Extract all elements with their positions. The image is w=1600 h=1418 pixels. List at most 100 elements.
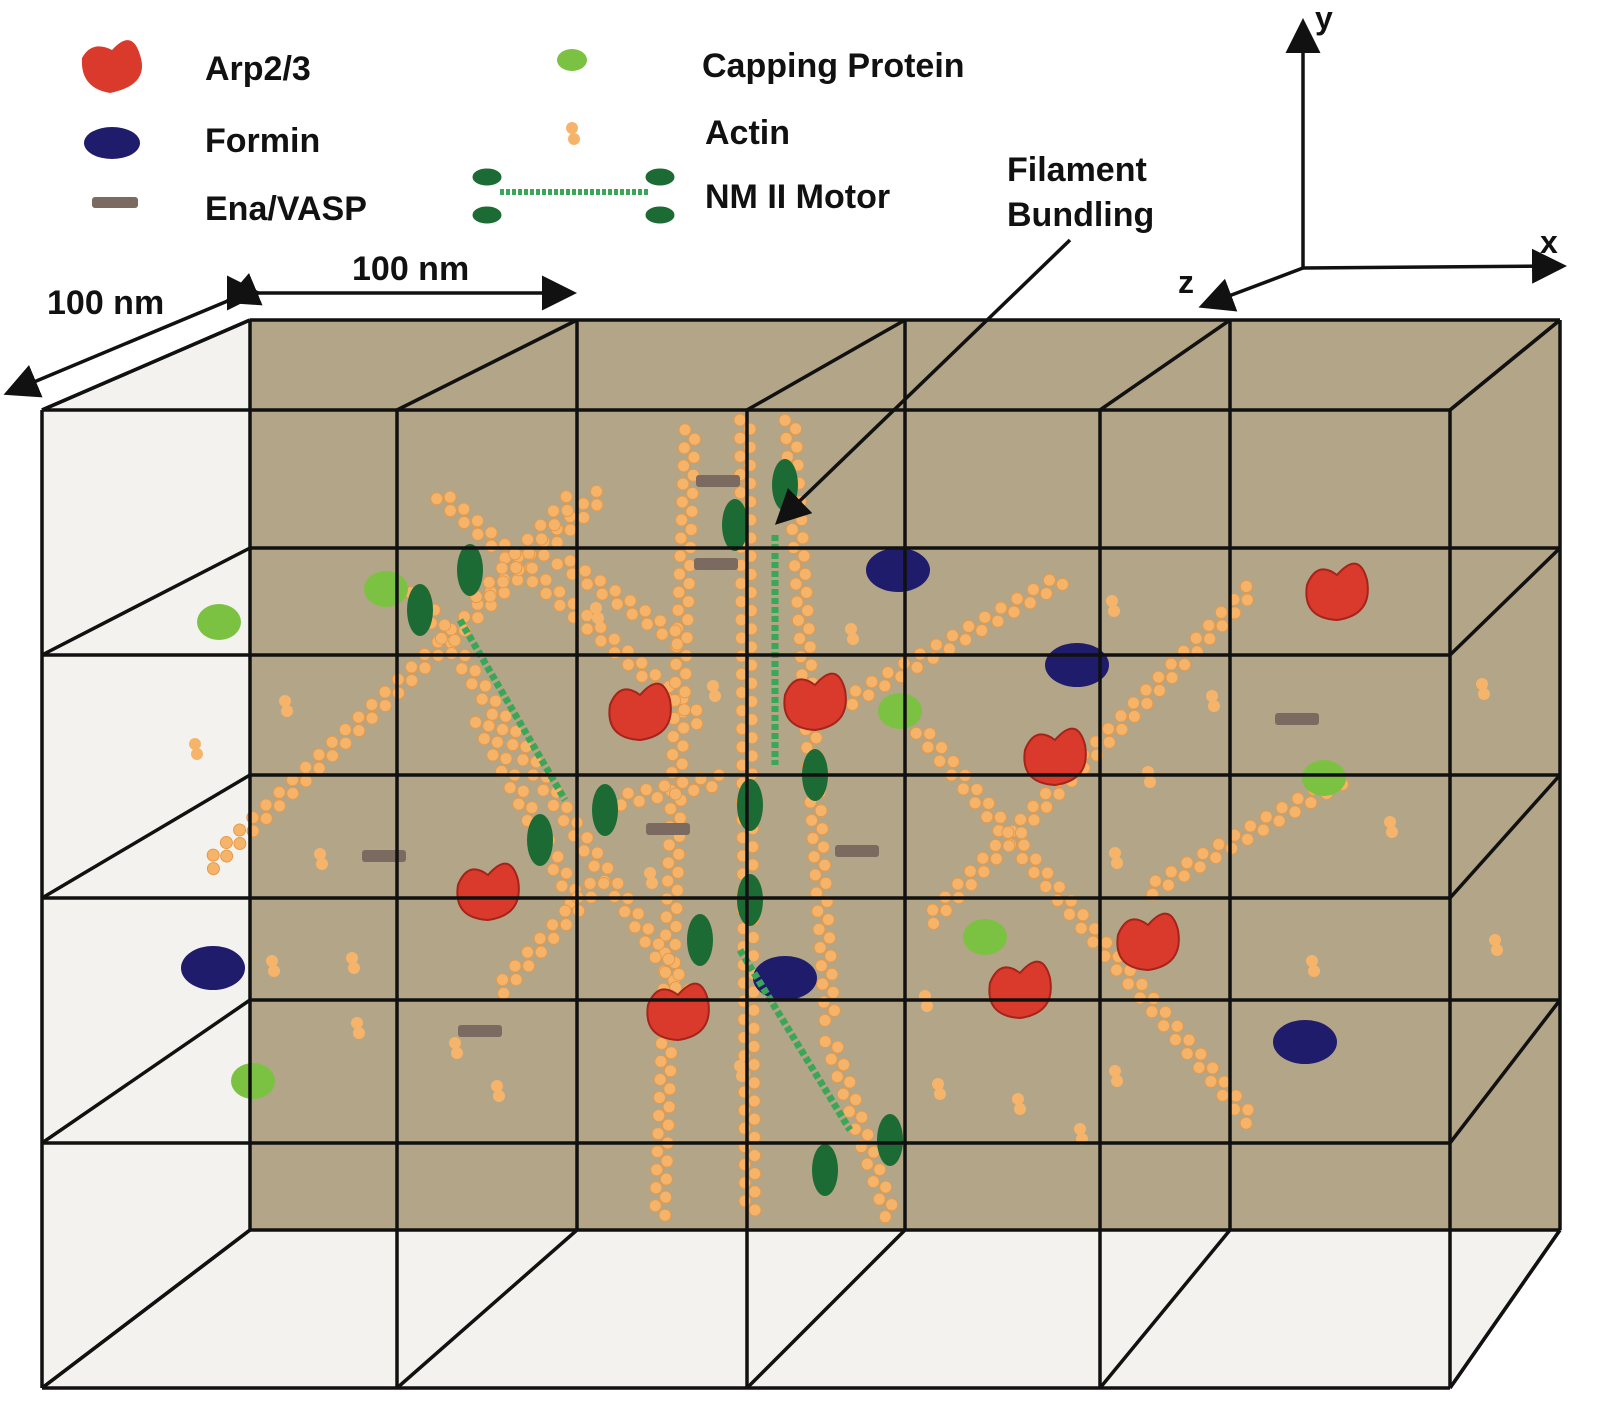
actin-monomer bbox=[1180, 856, 1194, 870]
actin-monomer bbox=[676, 739, 690, 753]
actin-monomer bbox=[365, 698, 379, 712]
actin-monomer bbox=[339, 736, 353, 750]
legend-label-arp23: Arp2/3 bbox=[205, 50, 311, 88]
actin-monomer bbox=[662, 1100, 676, 1114]
actin-monomer bbox=[482, 575, 496, 589]
actin-monomer bbox=[994, 601, 1008, 615]
grid-lines bbox=[40, 318, 1562, 1390]
grid-line bbox=[745, 1228, 907, 1390]
actin-monomer bbox=[539, 573, 553, 587]
actin-monomer bbox=[471, 527, 485, 541]
actin-monomer bbox=[593, 574, 607, 588]
actin-monomer bbox=[816, 840, 830, 854]
actin-monomer bbox=[457, 502, 471, 516]
actin-monomer bbox=[796, 531, 810, 545]
actin-monomer bbox=[963, 864, 977, 878]
actin-monomer bbox=[662, 838, 676, 852]
actin-monomer bbox=[923, 727, 937, 741]
actin-monomer bbox=[1208, 700, 1220, 712]
actin-monomer bbox=[1040, 800, 1054, 814]
actin-monomer bbox=[551, 850, 565, 864]
actin-monomer bbox=[1012, 1093, 1024, 1105]
actin-monomer bbox=[942, 642, 956, 656]
actin-monomer bbox=[1102, 735, 1116, 749]
actin-monomer bbox=[1216, 1088, 1230, 1102]
arp23-icon bbox=[81, 40, 142, 93]
actin-monomer bbox=[493, 1090, 505, 1102]
annotation-line1: Filament bbox=[1007, 151, 1147, 189]
actin-monomer bbox=[687, 450, 701, 464]
actin-monomer bbox=[964, 878, 978, 892]
actin-monomer bbox=[860, 1157, 874, 1171]
grid-line bbox=[41, 998, 251, 1145]
actin-monomer bbox=[673, 549, 687, 563]
actin-monomer bbox=[348, 962, 360, 974]
actin-monomer bbox=[448, 633, 462, 647]
actin-monomer bbox=[1140, 696, 1154, 710]
actin-monomer bbox=[534, 518, 548, 532]
actin-monomer bbox=[546, 504, 560, 518]
formin bbox=[753, 956, 817, 1000]
actin-monomer bbox=[281, 705, 293, 717]
actin-monomer bbox=[578, 564, 592, 578]
actin-monomer bbox=[638, 604, 652, 618]
actin-monomer bbox=[1126, 696, 1140, 710]
actin-monomer bbox=[1101, 722, 1115, 736]
actin-monomer bbox=[909, 726, 923, 740]
actin-monomer bbox=[976, 851, 990, 865]
actin-monomer bbox=[658, 965, 672, 979]
actin-monomer bbox=[654, 1054, 668, 1068]
actin-monomer bbox=[499, 709, 513, 723]
actin-monomer bbox=[661, 856, 675, 870]
left-face bbox=[42, 320, 250, 1388]
actin-monomer bbox=[577, 844, 591, 858]
arp23-complex bbox=[1023, 727, 1087, 787]
actin-monomer bbox=[662, 952, 676, 966]
actin-monomer bbox=[272, 785, 286, 799]
actin-monomer bbox=[980, 810, 994, 824]
actin-monomer bbox=[1206, 690, 1218, 702]
actin-monomer bbox=[845, 623, 857, 635]
actin-monomer bbox=[325, 749, 339, 763]
actin-monomer bbox=[849, 684, 863, 698]
actin-monomer bbox=[496, 973, 510, 987]
actin-monomer bbox=[872, 1192, 886, 1206]
actin-monomer bbox=[803, 640, 817, 654]
formin bbox=[866, 548, 930, 592]
actin-monomer bbox=[663, 1082, 677, 1096]
actin-monomer bbox=[486, 748, 500, 762]
actin-monomer bbox=[1157, 1019, 1171, 1033]
x-axis bbox=[1302, 248, 1567, 284]
actin-monomer bbox=[808, 868, 822, 882]
arp23-complex bbox=[988, 960, 1052, 1020]
actin-monomer bbox=[1256, 823, 1270, 837]
actin-monomer bbox=[921, 740, 935, 754]
arp23-complex bbox=[1116, 912, 1180, 972]
actin-monomer bbox=[664, 1064, 678, 1078]
actin-monomer bbox=[650, 1145, 664, 1159]
actin-monomer bbox=[878, 1210, 892, 1224]
grid-line bbox=[1448, 1229, 1562, 1389]
actin-monomer bbox=[430, 492, 444, 506]
actin-monomer bbox=[1304, 796, 1318, 810]
actin-monomer bbox=[509, 973, 523, 987]
actin-monomer bbox=[1170, 1019, 1184, 1033]
nm2-head bbox=[737, 779, 763, 831]
actin-monomer bbox=[547, 518, 561, 532]
actin-monomer bbox=[509, 561, 523, 575]
actin-monomer bbox=[1114, 709, 1128, 723]
actin-monomer bbox=[516, 784, 530, 798]
actin-monomer bbox=[676, 775, 690, 789]
actin-monomer bbox=[1180, 1047, 1194, 1061]
capping-protein bbox=[963, 919, 1007, 955]
capping-protein-icon bbox=[557, 49, 587, 71]
actin-monomer bbox=[534, 945, 548, 959]
depth-arrow bbox=[3, 273, 263, 398]
grid-line bbox=[1448, 773, 1562, 900]
actin-monomer bbox=[652, 937, 666, 951]
actin-monomer bbox=[652, 1109, 666, 1123]
actin-monomer bbox=[709, 690, 721, 702]
actin-monomer bbox=[677, 441, 691, 455]
actin-monomer bbox=[512, 797, 526, 811]
